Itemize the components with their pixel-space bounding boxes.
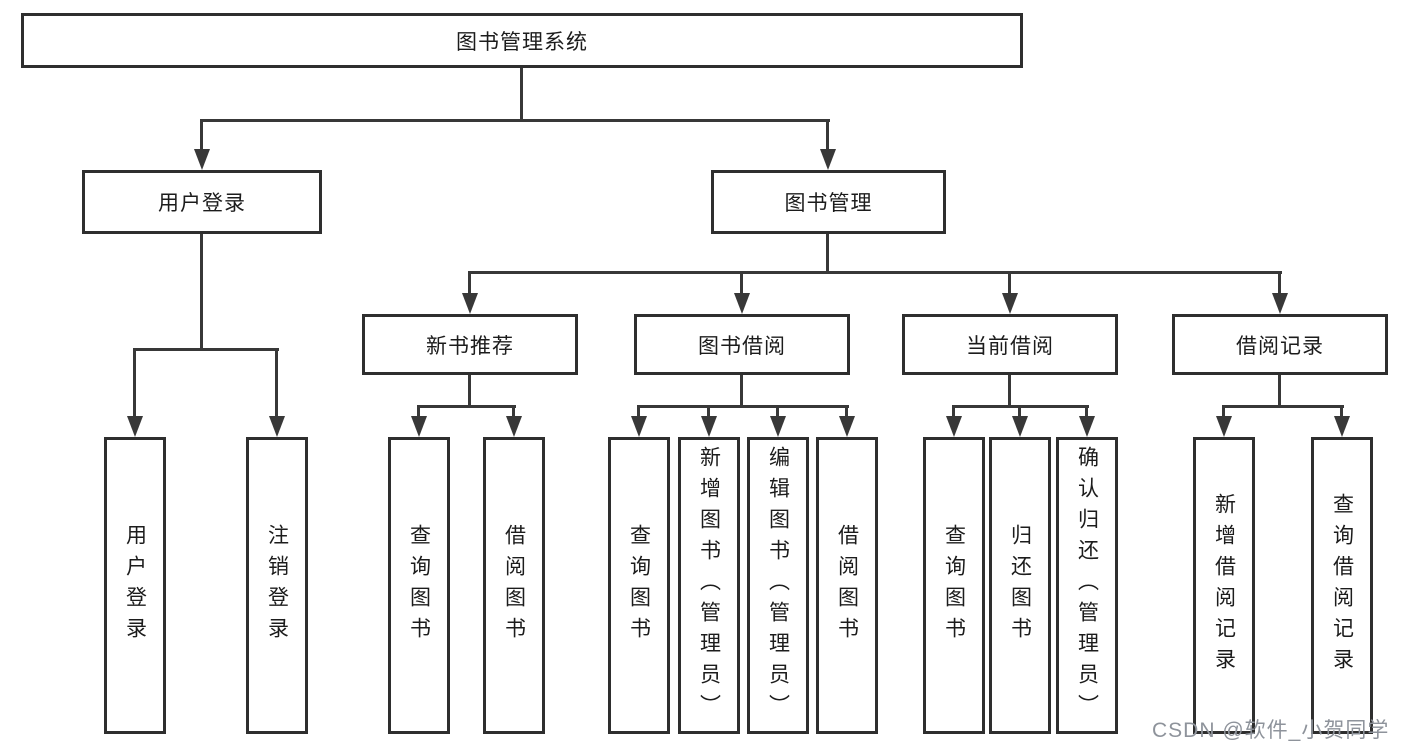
arrow-down-icon xyxy=(770,416,786,437)
arrow-down-icon xyxy=(1002,293,1018,314)
connector-borrowing-stem xyxy=(740,375,743,407)
connector-book-mgmt-drop xyxy=(468,271,471,293)
connector-borrowing-bar xyxy=(637,405,849,408)
node-library-management-system: 图书管理系统 xyxy=(21,13,1023,68)
connector-current-stem xyxy=(1008,375,1011,407)
connector-records-drop xyxy=(1340,405,1343,418)
connector-book-mgmt-drop xyxy=(740,271,743,293)
node-query-books-borrowing: 查询图书 xyxy=(608,437,670,734)
connector-user-login-stem xyxy=(200,234,203,351)
arrow-down-icon xyxy=(269,416,285,437)
arrow-down-icon xyxy=(411,416,427,437)
connector-new-book-stem xyxy=(468,375,471,407)
arrow-down-icon xyxy=(631,416,647,437)
connector-root-bar xyxy=(200,119,830,122)
connector-records-stem xyxy=(1278,375,1281,407)
node-new-book-recommend: 新书推荐 xyxy=(362,314,578,375)
node-borrow-books: 借阅图书 xyxy=(816,437,878,734)
connector-current-drop xyxy=(952,405,955,418)
connector-root-drop-right xyxy=(826,119,829,151)
node-borrow-books-recommend: 借阅图书 xyxy=(483,437,545,734)
connector-book-mgmt-drop xyxy=(1278,271,1281,293)
connector-records-drop xyxy=(1222,405,1225,418)
node-return-books: 归还图书 xyxy=(989,437,1051,734)
node-book-management: 图书管理 xyxy=(711,170,946,234)
node-query-books-recommend: 查询图书 xyxy=(388,437,450,734)
connector-records-bar xyxy=(1222,405,1344,408)
csdn-watermark: CSDN @软件_小贺同学 xyxy=(1152,719,1390,742)
connector-current-drop xyxy=(1018,405,1021,418)
connector-borrowing-drop xyxy=(707,405,710,418)
connector-book-mgmt-drop xyxy=(1008,271,1011,293)
arrow-down-icon xyxy=(734,293,750,314)
arrow-down-icon xyxy=(946,416,962,437)
arrow-down-icon xyxy=(1272,293,1288,314)
arrow-down-icon xyxy=(820,149,836,170)
connector-user-login-drop xyxy=(133,348,136,416)
connector-new-book-drop xyxy=(417,405,420,418)
node-book-borrowing: 图书借阅 xyxy=(634,314,850,375)
node-edit-books-admin: 编辑图书（管理员） xyxy=(747,437,809,734)
node-current-borrowing: 当前借阅 xyxy=(902,314,1118,375)
connector-root-stem xyxy=(520,68,523,121)
arrow-down-icon xyxy=(1216,416,1232,437)
arrow-down-icon xyxy=(839,416,855,437)
connector-borrowing-drop xyxy=(776,405,779,418)
node-confirm-return-admin: 确认归还（管理员） xyxy=(1056,437,1118,734)
arrow-down-icon xyxy=(127,416,143,437)
node-logout-action: 注销登录 xyxy=(246,437,308,734)
connector-user-login-drop xyxy=(275,348,278,416)
connector-root-drop-left xyxy=(200,119,203,151)
connector-new-book-bar xyxy=(417,405,516,408)
arrow-down-icon xyxy=(506,416,522,437)
node-query-books-current: 查询图书 xyxy=(923,437,985,734)
arrow-down-icon xyxy=(194,149,210,170)
connector-book-mgmt-bar xyxy=(468,271,1282,274)
arrow-down-icon xyxy=(462,293,478,314)
arrow-down-icon xyxy=(1012,416,1028,437)
node-add-borrow-record: 新增借阅记录 xyxy=(1193,437,1255,734)
node-query-borrow-record: 查询借阅记录 xyxy=(1311,437,1373,734)
node-user-login: 用户登录 xyxy=(82,170,322,234)
arrow-down-icon xyxy=(1079,416,1095,437)
arrow-down-icon xyxy=(701,416,717,437)
connector-book-mgmt-stem xyxy=(826,234,829,273)
connector-borrowing-drop xyxy=(845,405,848,418)
arrow-down-icon xyxy=(1334,416,1350,437)
connector-borrowing-drop xyxy=(637,405,640,418)
node-add-books-admin: 新增图书（管理员） xyxy=(678,437,740,734)
connector-current-drop xyxy=(1085,405,1088,418)
node-user-login-action: 用户登录 xyxy=(104,437,166,734)
connector-new-book-drop xyxy=(512,405,515,418)
connector-user-login-bar xyxy=(133,348,279,351)
node-borrowing-records: 借阅记录 xyxy=(1172,314,1388,375)
